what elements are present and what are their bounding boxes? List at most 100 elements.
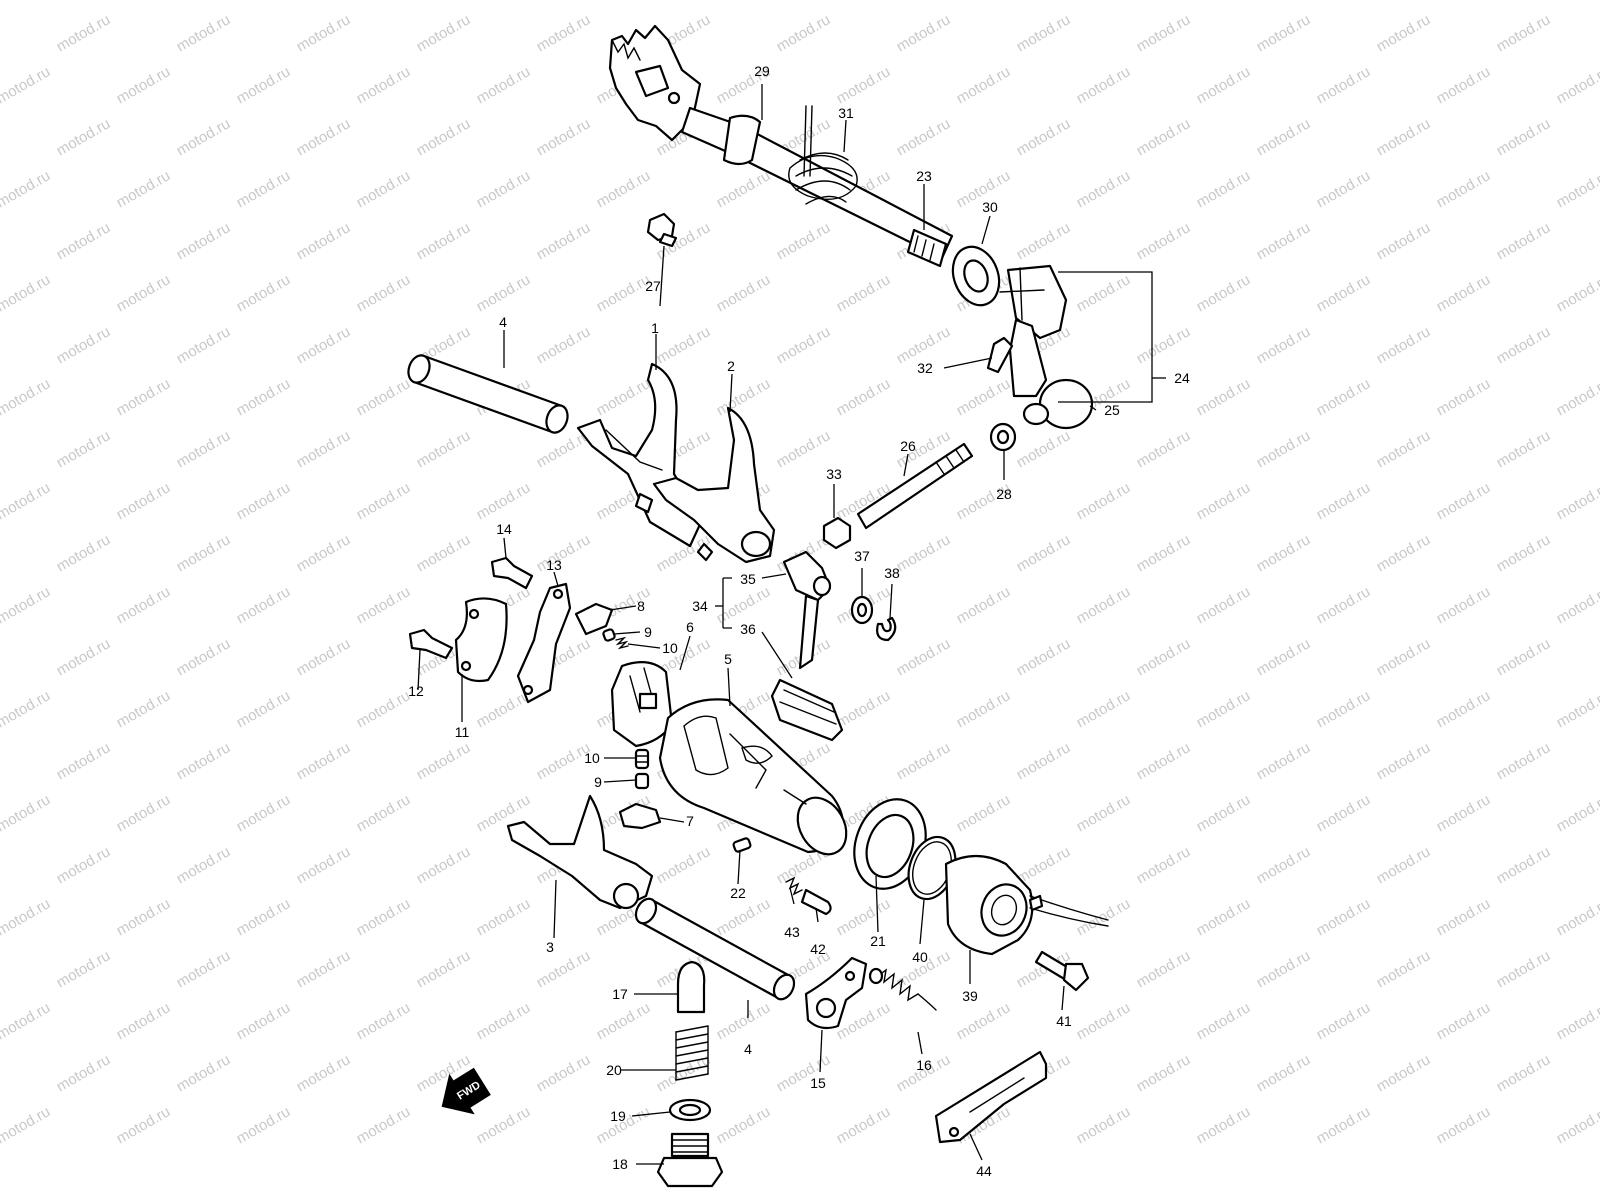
watermark-text: motod.ru xyxy=(1014,427,1074,471)
bolt-27 xyxy=(646,212,678,248)
watermark-text: motod.ru xyxy=(1014,11,1074,55)
watermark-text: motod.ru xyxy=(1014,531,1074,575)
watermark-text: motod.ru xyxy=(414,947,474,991)
watermark-text: motod.ru xyxy=(954,583,1014,627)
plug-17 xyxy=(676,960,706,1014)
watermark-text: motod.ru xyxy=(1254,115,1314,159)
watermark-text: motod.ru xyxy=(1074,479,1134,523)
watermark-text: motod.ru xyxy=(414,115,474,159)
watermark-text: motod.ru xyxy=(54,739,114,783)
watermark-text: motod.ru xyxy=(114,271,174,315)
watermark-text: motod.ru xyxy=(1254,219,1314,263)
watermark-text: motod.ru xyxy=(1554,895,1600,939)
watermark-text: motod.ru xyxy=(114,0,174,3)
watermark-text: motod.ru xyxy=(234,895,294,939)
watermark-text: motod.ru xyxy=(1434,0,1494,3)
watermark-text: motod.ru xyxy=(1494,531,1554,575)
callout-24: 24 xyxy=(1174,370,1190,386)
watermark-text: motod.ru xyxy=(114,791,174,835)
watermark-text: motod.ru xyxy=(0,999,53,1043)
shift-arm-24 xyxy=(999,264,1094,430)
callout-30-31: 31 xyxy=(838,105,854,121)
bolt-41 xyxy=(1034,950,1090,992)
washer-37 xyxy=(850,595,874,625)
watermark-text: motod.ru xyxy=(114,1103,174,1147)
watermark-text: motod.ru xyxy=(1314,999,1374,1043)
watermark-text: motod.ru xyxy=(534,11,594,55)
watermark-text: motod.ru xyxy=(834,375,894,419)
callout-44: 44 xyxy=(976,1163,992,1179)
watermark-text: motod.ru xyxy=(714,999,774,1043)
watermark-text: motod.ru xyxy=(354,375,414,419)
callout-14: 14 xyxy=(496,521,512,537)
watermark-text: motod.ru xyxy=(1434,1103,1494,1147)
watermark-text: motod.ru xyxy=(1434,63,1494,107)
watermark-text: motod.ru xyxy=(354,687,414,731)
watermark-text: motod.ru xyxy=(1374,843,1434,887)
watermark-text: motod.ru xyxy=(1494,115,1554,159)
watermark-text: motod.ru xyxy=(774,11,834,55)
callout-5: 5 xyxy=(724,651,732,667)
watermark-text: motod.ru xyxy=(54,427,114,471)
watermark-text: motod.ru xyxy=(354,0,414,3)
watermark-text: motod.ru xyxy=(1134,947,1194,991)
watermark-text: motod.ru xyxy=(1134,1051,1194,1095)
watermark-text: motod.ru xyxy=(1194,1103,1254,1147)
watermark-text: motod.ru xyxy=(174,115,234,159)
watermark-text: motod.ru xyxy=(174,1051,234,1095)
watermark-text: motod.ru xyxy=(894,635,954,679)
watermark-text: motod.ru xyxy=(654,323,714,367)
watermark-text: motod.ru xyxy=(174,947,234,991)
watermark-text: motod.ru xyxy=(774,219,834,263)
watermark-text: motod.ru xyxy=(1134,635,1194,679)
watermark-text: motod.ru xyxy=(234,479,294,523)
pin-22 xyxy=(732,837,752,853)
watermark-text: motod.ru xyxy=(1194,583,1254,627)
watermark-text: motod.ru xyxy=(54,531,114,575)
watermark-text: motod.ru xyxy=(0,791,53,835)
watermark-text: motod.ru xyxy=(834,0,894,3)
watermark-text: motod.ru xyxy=(1314,63,1374,107)
watermark-text: motod.ru xyxy=(1374,427,1434,471)
callout-16: 16 xyxy=(916,1057,932,1073)
watermark-text: motod.ru xyxy=(1554,583,1600,627)
watermark-text: motod.ru xyxy=(1374,323,1434,367)
watermark-text: motod.ru xyxy=(1494,323,1554,367)
screw-14 xyxy=(490,556,534,590)
watermark-text: motod.ru xyxy=(714,167,774,211)
watermark-text: motod.ru xyxy=(354,479,414,523)
shaft-bolt-26 xyxy=(856,442,974,530)
fork-shaft-upper xyxy=(407,354,569,434)
pin-9-upper xyxy=(602,628,616,642)
shift-fork-2 xyxy=(652,406,776,564)
watermark-text: motod.ru xyxy=(54,947,114,991)
watermark-text: motod.ru xyxy=(1134,323,1194,367)
watermark-text: motod.ru xyxy=(654,843,714,887)
collar-28 xyxy=(989,422,1017,452)
screw-12 xyxy=(408,628,454,660)
callout-25: 25 xyxy=(1104,402,1120,418)
watermark-text: motod.ru xyxy=(1554,479,1600,523)
watermark-text: motod.ru xyxy=(1194,0,1254,3)
watermark-text: motod.ru xyxy=(534,947,594,991)
callout-10-upper: 10 xyxy=(662,640,678,656)
watermark-text: motod.ru xyxy=(1134,11,1194,55)
watermark-text: motod.ru xyxy=(774,427,834,471)
watermark-text: motod.ru xyxy=(1374,531,1434,575)
callout-21: 21 xyxy=(870,933,886,949)
watermark-text: motod.ru xyxy=(54,115,114,159)
watermark-text: motod.ru xyxy=(1374,947,1434,991)
watermark-text: motod.ru xyxy=(174,531,234,575)
watermark-text: motod.ru xyxy=(1254,531,1314,575)
gasket-21 xyxy=(853,798,927,890)
watermark-text: motod.ru xyxy=(294,635,354,679)
callout-33: 33 xyxy=(826,466,842,482)
watermark-text: motod.ru xyxy=(54,219,114,263)
spring-10-upper xyxy=(615,636,629,650)
watermark-text: motod.ru xyxy=(354,791,414,835)
watermark-text: motod.ru xyxy=(834,63,894,107)
watermark-text: motod.ru xyxy=(174,427,234,471)
callout-28: 28 xyxy=(996,486,1012,502)
watermark-text: motod.ru xyxy=(1434,687,1494,731)
